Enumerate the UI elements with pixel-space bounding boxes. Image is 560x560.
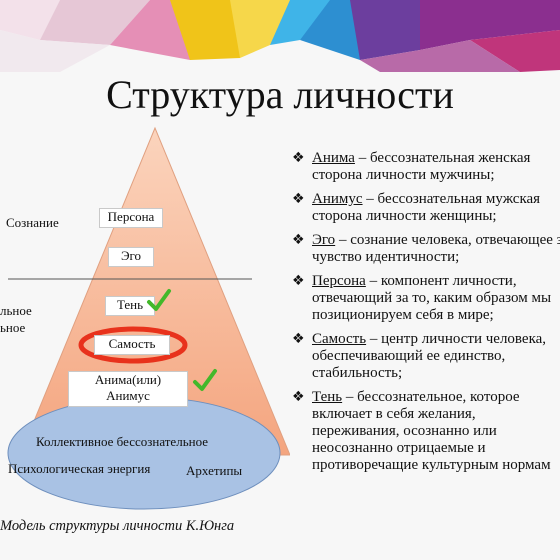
self-highlight-circle	[78, 326, 188, 364]
unconscious-label-line1: льное	[0, 303, 32, 318]
definition-term: Эго	[312, 232, 336, 248]
page-title: Структура личности	[106, 72, 454, 117]
checkmark-icon	[147, 289, 171, 311]
diamond-bullet-icon: ❖	[292, 191, 305, 207]
definition-shadow: ❖ Тень – бессознательное, которое включа…	[292, 389, 560, 474]
diamond-bullet-icon: ❖	[292, 273, 305, 289]
definition-text: отвечающий за то, каким образом мы	[312, 290, 552, 306]
definition-text: противоречащие культурным нормам	[312, 457, 551, 473]
definition-text: стабильность;	[312, 365, 403, 381]
definition-term: Персона	[312, 273, 366, 289]
definition-text: переживания, осознанно или	[312, 423, 497, 439]
definition-term: Тень	[312, 389, 343, 405]
self-box: Самость	[94, 335, 170, 355]
checkmark-icon	[193, 369, 217, 391]
definition-term: Анима	[312, 150, 355, 166]
conscious-label: Сознание	[6, 215, 59, 230]
persona-box: Персона	[99, 208, 163, 228]
definition-text: неосознанно отрицаемые и	[312, 440, 486, 456]
diamond-bullet-icon: ❖	[292, 232, 305, 248]
jung-structure-diagram: Сознание льное ьное Персона Эго Тень Сам…	[0, 120, 290, 560]
diamond-bullet-icon: ❖	[292, 150, 305, 166]
anima-box-line1: Анима(или)	[94, 372, 162, 387]
definition-ego: ❖ Эго – сознание человека, отвечающее за…	[292, 232, 560, 266]
diagram-caption: Модель структуры личности К.Юнга	[0, 518, 235, 534]
definition-self: ❖ Самость – центр личности человека, обе…	[292, 331, 560, 382]
definition-text: – компонент личности,	[365, 273, 517, 289]
psychic-energy-label: Психологическая энергия	[8, 461, 151, 476]
diamond-bullet-icon: ❖	[292, 389, 305, 405]
definition-text: позиционируем себя в мире;	[312, 307, 494, 323]
archetypes-label: Архетипы	[186, 463, 243, 478]
diamond-bullet-icon: ❖	[292, 331, 305, 347]
definition-text: обеспечивающий ее единство,	[312, 348, 506, 364]
collective-unconscious-ellipse	[7, 396, 281, 510]
ego-box: Эго	[108, 247, 154, 267]
collective-unconscious-label: Коллективное бессознательное	[36, 434, 209, 449]
definition-persona: ❖ Персона – компонент личности, отвечающ…	[292, 273, 560, 324]
definition-text: сторона личности мужчины;	[312, 167, 495, 183]
unconscious-label-line2: ьное	[0, 320, 26, 335]
definition-term: Анимус	[312, 191, 363, 207]
anima-animus-box: Анима(или) Анимус	[68, 371, 188, 407]
decorative-banner	[0, 0, 560, 72]
definition-text: включает в себя желания,	[312, 406, 476, 422]
definition-text: сторона личности женщины;	[312, 208, 497, 224]
definition-text: – центр личности человека,	[366, 331, 547, 347]
definition-text: – бессознательная женская	[354, 150, 531, 166]
definition-anima: ❖ Анима – бессознательная женская сторон…	[292, 150, 560, 184]
definition-text: – сознание человека, отвечающее за	[335, 232, 560, 248]
definition-text: – бессознательная мужская	[362, 191, 541, 207]
definition-text: чувство идентичности;	[312, 249, 460, 265]
definitions-list: ❖ Анима – бессознательная женская сторон…	[292, 150, 560, 480]
anima-box-line2: Анимус	[106, 388, 150, 403]
definition-text: – бессознательное, которое	[342, 389, 520, 405]
definition-term: Самость	[312, 331, 367, 347]
definition-animus: ❖ Анимус – бессознательная мужская сторо…	[292, 191, 560, 225]
